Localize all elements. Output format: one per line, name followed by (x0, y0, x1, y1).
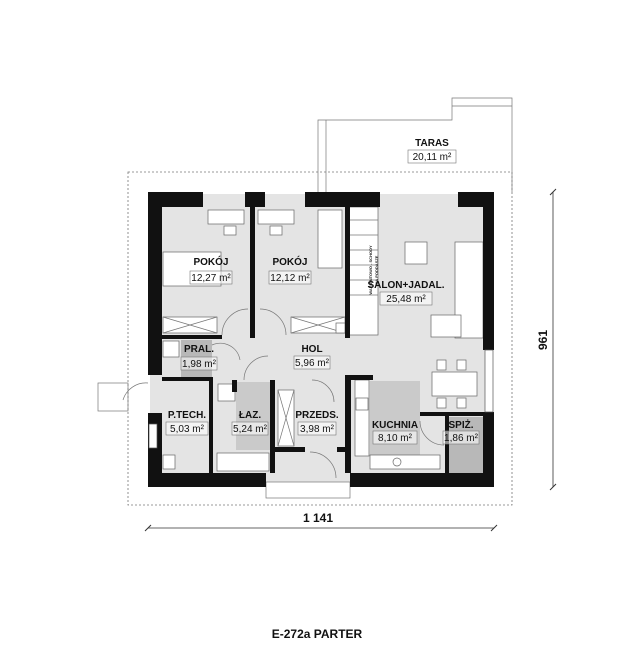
svg-text:20,11 m²: 20,11 m² (413, 152, 452, 163)
stairs-note-line2: NA PODDASZE (374, 255, 379, 284)
room-taras: TARAS 20,11 m² (413, 138, 452, 163)
svg-text:8,10 m²: 8,10 m² (378, 433, 413, 444)
svg-text:ŁAZ.: ŁAZ. (239, 410, 261, 421)
room-przedsionek: PRZEDS. 3,98 m² (295, 410, 339, 435)
svg-text:3,98 m²: 3,98 m² (300, 424, 335, 435)
svg-text:1,86 m²: 1,86 m² (444, 433, 479, 444)
plan-caption: E-272a PARTER (272, 627, 363, 641)
svg-text:POKÓJ: POKÓJ (193, 255, 228, 268)
doors (97, 308, 445, 499)
svg-text:KUCHNIA: KUCHNIA (372, 420, 418, 431)
stairs-note-line1: WARIANTOWO - SCHODY (368, 245, 373, 295)
svg-text:HOL: HOL (301, 344, 322, 355)
svg-text:SALON+JADAL.: SALON+JADAL. (368, 280, 445, 291)
svg-text:POKÓJ: POKÓJ (272, 255, 307, 268)
room-pralnia: PRAL. 1,98 m² (182, 344, 217, 370)
walls (148, 192, 494, 487)
svg-text:5,03 m²: 5,03 m² (170, 424, 205, 435)
furniture (162, 206, 484, 472)
room-hol: HOL 5,96 m² (295, 344, 330, 369)
dimension-width-label: 1 141 (303, 511, 333, 525)
dimension-height: 961 (536, 188, 557, 491)
room-p-tech: P.TECH. 5,03 m² (168, 410, 206, 435)
dimension-width: 1 141 (144, 511, 498, 532)
svg-text:TARAS: TARAS (415, 138, 449, 149)
svg-text:5,96 m²: 5,96 m² (295, 358, 330, 369)
room-spizarnia: SPIŻ. 1,86 m² (444, 418, 479, 444)
svg-text:PRAL.: PRAL. (184, 344, 214, 355)
svg-text:SPIŻ.: SPIŻ. (448, 418, 473, 431)
room-lazienka: ŁAZ. 5,24 m² (233, 410, 268, 435)
room-salon-jadalnia: SALON+JADAL. 25,48 m² (368, 280, 445, 305)
svg-text:12,12 m²: 12,12 m² (270, 273, 310, 284)
area-boxes (165, 149, 480, 445)
svg-text:5,24 m²: 5,24 m² (233, 424, 268, 435)
svg-text:PRZEDS.: PRZEDS. (295, 410, 339, 421)
svg-text:25,48 m²: 25,48 m² (386, 294, 426, 305)
roof-outline (127, 171, 513, 506)
stairs-note: WARIANTOWO - SCHODY NA PODDASZE (368, 245, 379, 295)
svg-text:12,27 m²: 12,27 m² (191, 273, 231, 284)
svg-text:P.TECH.: P.TECH. (168, 410, 206, 421)
terrace (317, 97, 513, 192)
room-pokoj-1: POKÓJ 12,27 m² (191, 255, 231, 284)
windows (148, 349, 494, 449)
room-pokoj-2: POKÓJ 12,12 m² (270, 255, 310, 284)
dimension-height-label: 961 (536, 330, 550, 350)
svg-text:1,98 m²: 1,98 m² (182, 359, 217, 370)
room-kuchnia: KUCHNIA 8,10 m² (372, 420, 418, 444)
